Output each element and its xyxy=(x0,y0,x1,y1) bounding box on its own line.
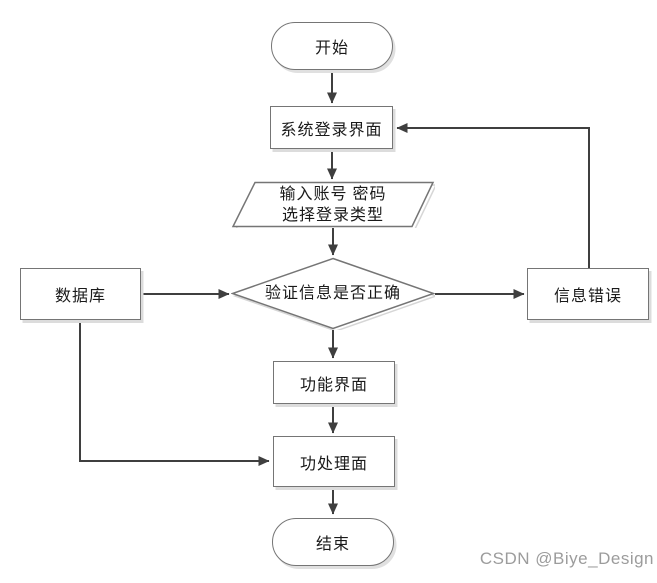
node-input: 输入账号 密码 选择登录类型 xyxy=(231,181,435,228)
node-database: 数据库 xyxy=(20,268,141,320)
csdn-watermark: CSDN @Biye_Design xyxy=(479,549,654,568)
node-error: 信息错误 xyxy=(527,268,649,320)
node-input-line2: 选择登录类型 xyxy=(281,206,384,224)
edge-error-login xyxy=(396,123,590,268)
node-function-ui: 功能界面 xyxy=(273,361,395,404)
node-process-ui: 功处理面 xyxy=(273,436,395,487)
edge-database-process xyxy=(79,320,270,466)
node-start-label: 开始 xyxy=(314,40,349,57)
node-error-label: 信息错误 xyxy=(553,288,622,305)
node-end-label: 结束 xyxy=(315,536,350,553)
node-process-ui-label: 功处理面 xyxy=(299,455,368,473)
node-input-line1: 输入账号 密码 xyxy=(279,185,387,203)
parallelogram-shape xyxy=(231,181,435,228)
diamond-shape xyxy=(231,257,435,330)
node-login-label: 系统登录界面 xyxy=(280,121,383,139)
node-login: 系统登录界面 xyxy=(270,106,393,149)
node-database-label: 数据库 xyxy=(54,288,106,305)
node-end: 结束 xyxy=(272,518,394,566)
node-start: 开始 xyxy=(271,22,393,70)
node-function-ui-label: 功能界面 xyxy=(299,376,368,394)
node-verify-label: 验证信息是否正确 xyxy=(264,285,401,302)
node-verify: 验证信息是否正确 xyxy=(231,257,435,330)
